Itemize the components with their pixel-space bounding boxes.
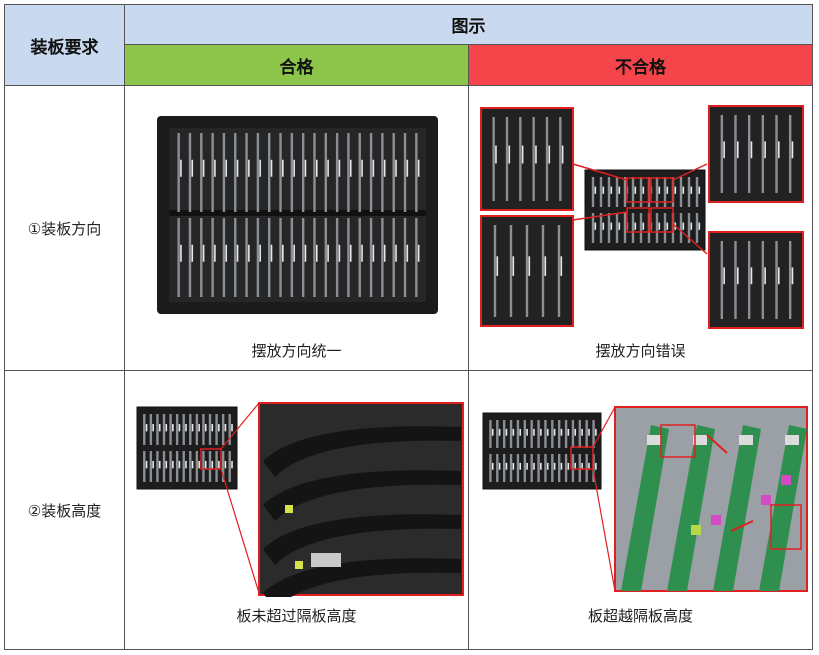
cell-direction-pass: 摆放方向统一	[124, 85, 469, 371]
zoom-panel-dividers	[258, 402, 464, 597]
header-pass: 合格	[124, 44, 469, 86]
caption-direction-fail: 摆放方向错误	[595, 342, 686, 360]
row-label-height: ②装板高度	[4, 370, 125, 650]
tray-height-exceed-photo	[482, 406, 808, 592]
caption-height-fail: 板超越隔板高度	[587, 607, 693, 625]
cell-height-fail: 板超越隔板高度	[468, 370, 813, 650]
requirements-table: 装板要求 图示 合格 不合格 ①装板方向 ②装板高度 摆放方向统一	[4, 4, 813, 650]
tray-height-ok-photo	[136, 402, 464, 597]
header-fail: 不合格	[468, 44, 813, 86]
zoom-panel-top-left	[480, 107, 574, 211]
zoom-panel-bottom-left	[480, 215, 574, 327]
cell-direction-fail: 摆放方向错误	[468, 85, 813, 371]
zoom-panel-top-right	[708, 105, 804, 203]
header-figure: 图示	[124, 4, 813, 45]
zoom-panel-boards	[614, 406, 808, 592]
caption-direction-pass: 摆放方向统一	[251, 342, 342, 360]
zoom-panel-bottom-right	[708, 231, 804, 329]
row-label-direction: ①装板方向	[4, 85, 125, 371]
caption-height-pass: 板未超过隔板高度	[236, 607, 357, 625]
cell-height-pass: 板未超过隔板高度	[124, 370, 469, 650]
tray-wrong-direction-photo	[480, 105, 804, 329]
header-requirement: 装板要求	[4, 4, 125, 86]
tray-unified-photo	[157, 116, 438, 314]
